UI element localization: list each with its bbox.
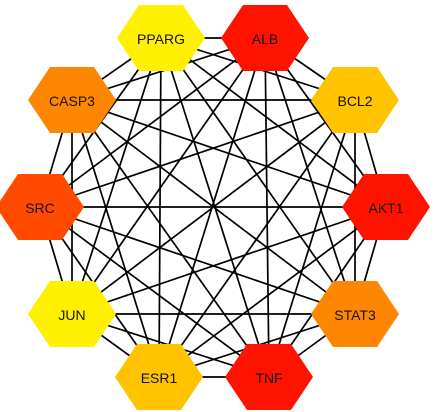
node-jun-label: JUN: [58, 307, 85, 323]
edge-esr1-casp3: [71, 99, 160, 378]
node-bcl2-label: BCL2: [337, 93, 372, 109]
edge-bcl2-esr1: [158, 99, 356, 378]
node-jun-hexagon: [28, 281, 116, 347]
node-stat3[interactable]: STAT3: [311, 281, 399, 347]
edge-alb-jun: [71, 37, 266, 315]
node-alb[interactable]: ALB: [221, 5, 309, 71]
node-tnf-hexagon: [225, 344, 313, 410]
edge-akt1-jun: [71, 206, 387, 315]
node-bcl2-hexagon: [311, 67, 399, 133]
edge-esr1-pparg: [158, 37, 162, 378]
node-src[interactable]: SRC: [0, 174, 84, 240]
edge-akt1-casp3: [71, 99, 387, 208]
node-esr1-hexagon: [115, 344, 203, 410]
node-src-hexagon: [0, 174, 84, 240]
node-pparg[interactable]: PPARG: [117, 5, 205, 71]
node-stat3-label: STAT3: [334, 307, 376, 323]
edge-layer: [39, 37, 387, 378]
node-casp3-label: CASP3: [49, 93, 95, 109]
node-alb-hexagon: [221, 5, 309, 71]
node-stat3-hexagon: [311, 281, 399, 347]
node-src-label: SRC: [25, 200, 55, 216]
node-alb-label: ALB: [252, 31, 278, 47]
node-akt1-label: AKT1: [368, 200, 403, 216]
node-casp3-hexagon: [28, 67, 116, 133]
node-akt1[interactable]: AKT1: [342, 174, 430, 240]
node-tnf[interactable]: TNF: [225, 344, 313, 410]
edge-jun-pparg: [71, 37, 162, 315]
edge-alb-src: [39, 37, 266, 208]
edge-akt1-pparg: [160, 37, 387, 208]
node-esr1[interactable]: ESR1: [115, 344, 203, 410]
edge-stat3-src: [39, 206, 356, 315]
edge-tnf-src: [39, 206, 270, 378]
edge-tnf-casp3: [71, 99, 270, 378]
node-tnf-label: TNF: [255, 370, 282, 386]
edge-stat3-casp3: [71, 99, 356, 315]
node-bcl2[interactable]: BCL2: [311, 67, 399, 133]
node-akt1-hexagon: [342, 174, 430, 240]
node-pparg-hexagon: [117, 5, 205, 71]
node-pparg-label: PPARG: [137, 31, 185, 47]
node-jun[interactable]: JUN: [28, 281, 116, 347]
edge-tnf-pparg: [160, 37, 270, 378]
node-esr1-label: ESR1: [141, 370, 178, 386]
node-casp3[interactable]: CASP3: [28, 67, 116, 133]
edge-akt1-esr1: [158, 206, 387, 378]
edge-alb-stat3: [264, 37, 356, 315]
edge-stat3-pparg: [160, 37, 356, 315]
edge-bcl2-tnf: [268, 99, 356, 378]
